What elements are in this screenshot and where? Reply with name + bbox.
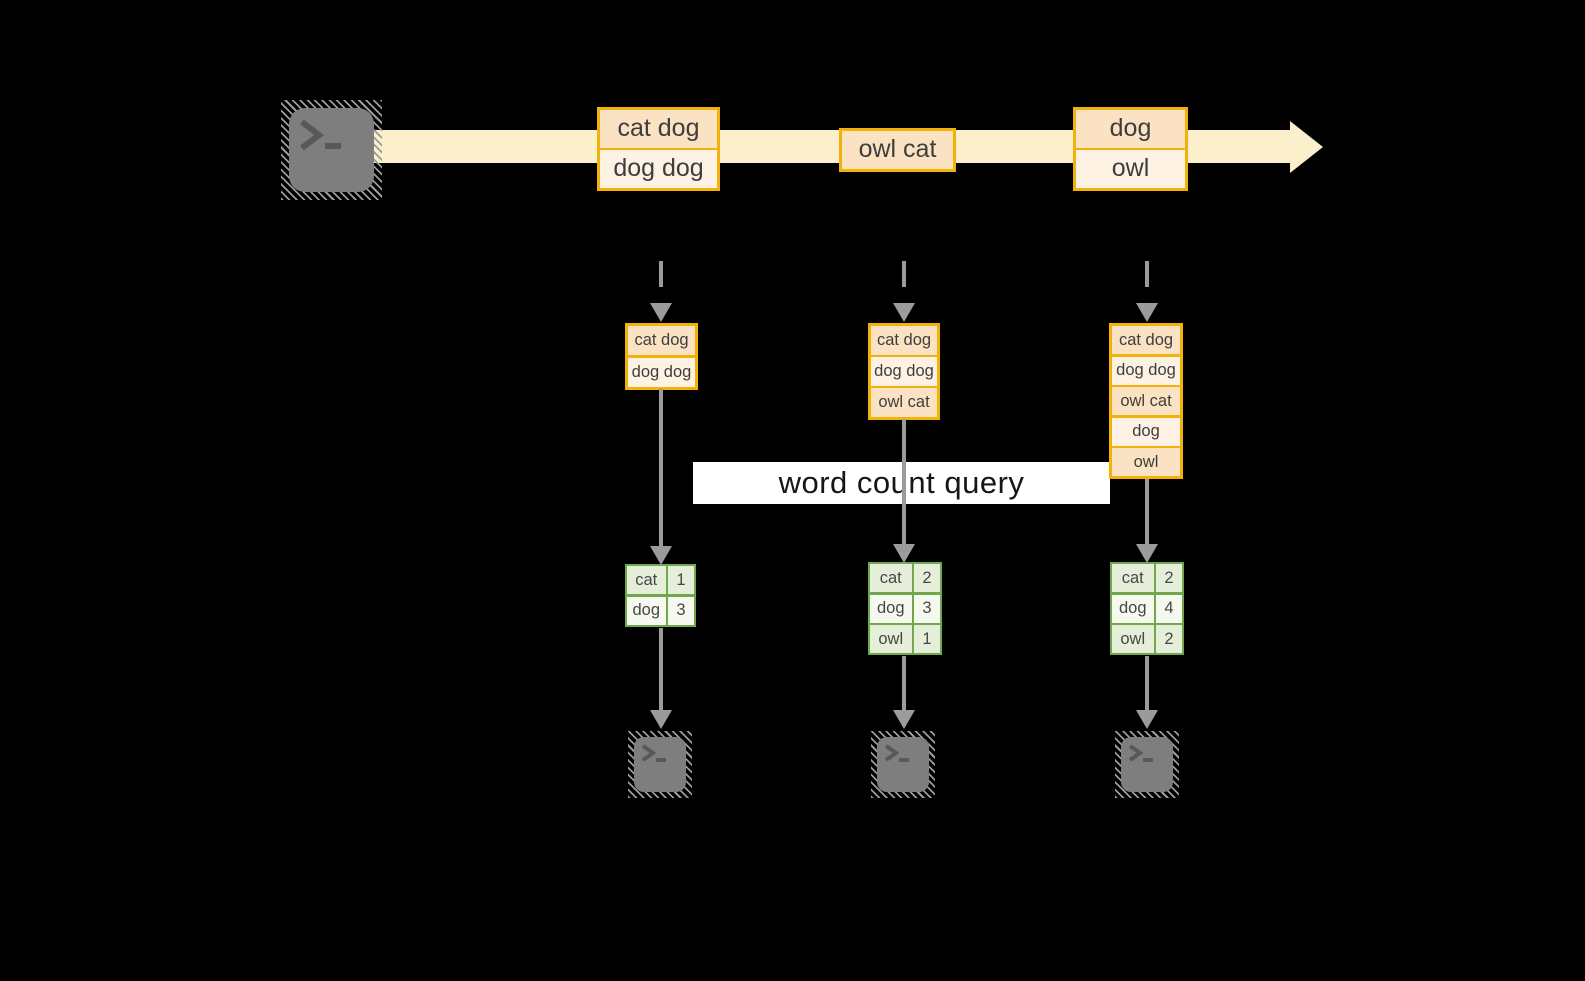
state-record: cat dog bbox=[871, 326, 937, 355]
arrowhead-icon bbox=[650, 710, 672, 729]
count-table-1: cat 1 dog 3 bbox=[625, 564, 696, 627]
state-record: cat dog bbox=[1112, 326, 1180, 354]
arrow-line bbox=[902, 419, 906, 544]
state-record: dog dog bbox=[871, 357, 937, 386]
arrow-line bbox=[659, 389, 663, 546]
terminal-prompt-icon bbox=[884, 744, 909, 762]
stream-record: dog dog bbox=[600, 150, 717, 188]
stream-batch-2: owl cat bbox=[839, 128, 956, 172]
count-word: cat bbox=[870, 564, 912, 592]
arrowhead-icon bbox=[1136, 544, 1158, 563]
arrow-line bbox=[902, 656, 906, 710]
arrowhead-icon bbox=[893, 544, 915, 563]
dashed-arrowhead-icon bbox=[1136, 303, 1158, 322]
count-word: dog bbox=[1112, 594, 1154, 623]
dashed-arrow-line bbox=[659, 261, 663, 303]
stream-record: owl cat bbox=[842, 131, 953, 169]
count-table-3: cat 2 dog 4 owl 2 bbox=[1110, 562, 1184, 655]
state-record: owl cat bbox=[1112, 387, 1180, 415]
terminal-prompt-icon bbox=[641, 744, 666, 762]
dashed-arrowhead-icon bbox=[893, 303, 915, 322]
arrow-line bbox=[1145, 479, 1149, 544]
count-word: owl bbox=[1112, 625, 1154, 653]
count-word: cat bbox=[1112, 564, 1154, 592]
stream-record: dog bbox=[1076, 110, 1185, 148]
state-record: owl cat bbox=[871, 388, 937, 417]
count-value: 3 bbox=[914, 594, 940, 623]
count-word: dog bbox=[870, 594, 912, 623]
stream-batch-1: cat dog dog dog bbox=[597, 107, 720, 191]
state-record: owl bbox=[1112, 448, 1180, 476]
count-value: 1 bbox=[914, 625, 940, 653]
terminal-prompt-icon bbox=[300, 119, 341, 151]
state-box-2: cat dog dog dog owl cat bbox=[868, 323, 940, 420]
state-box-3: cat dog dog dog owl cat dog owl bbox=[1109, 323, 1183, 479]
dashed-arrow-line bbox=[902, 261, 906, 303]
count-word: owl bbox=[870, 625, 912, 653]
state-record: cat dog bbox=[628, 326, 695, 355]
count-value: 3 bbox=[668, 596, 694, 625]
query-label-band: word count query bbox=[693, 462, 1110, 504]
count-value: 2 bbox=[914, 564, 940, 592]
count-value: 4 bbox=[1156, 594, 1182, 623]
stream-batch-3: dog owl bbox=[1073, 107, 1188, 191]
count-word: cat bbox=[627, 566, 666, 594]
query-label: word count query bbox=[778, 465, 1025, 500]
sink-terminal-icon bbox=[634, 737, 686, 792]
count-table-2: cat 2 dog 3 owl 1 bbox=[868, 562, 942, 655]
arrowhead-icon bbox=[893, 710, 915, 729]
arrow-line bbox=[659, 628, 663, 710]
sink-terminal-icon bbox=[1121, 737, 1173, 792]
state-box-1: cat dog dog dog bbox=[625, 323, 698, 390]
count-value: 2 bbox=[1156, 564, 1182, 592]
count-value: 1 bbox=[668, 566, 694, 594]
terminal-prompt-icon bbox=[1128, 744, 1153, 762]
source-terminal-icon bbox=[289, 108, 374, 192]
sink-terminal-icon bbox=[877, 737, 929, 792]
dashed-arrowhead-icon bbox=[650, 303, 672, 322]
state-record: dog bbox=[1112, 417, 1180, 446]
stream-arrowhead-icon bbox=[1290, 121, 1323, 173]
count-value: 2 bbox=[1156, 625, 1182, 653]
count-word: dog bbox=[627, 596, 666, 625]
dashed-arrow-line bbox=[1145, 261, 1149, 303]
arrow-line bbox=[1145, 656, 1149, 710]
stream-record: owl bbox=[1076, 150, 1185, 188]
stream-record: cat dog bbox=[600, 110, 717, 148]
state-record: dog dog bbox=[1112, 356, 1180, 385]
state-record: dog dog bbox=[628, 357, 695, 387]
arrowhead-icon bbox=[1136, 710, 1158, 729]
arrowhead-icon bbox=[650, 546, 672, 565]
